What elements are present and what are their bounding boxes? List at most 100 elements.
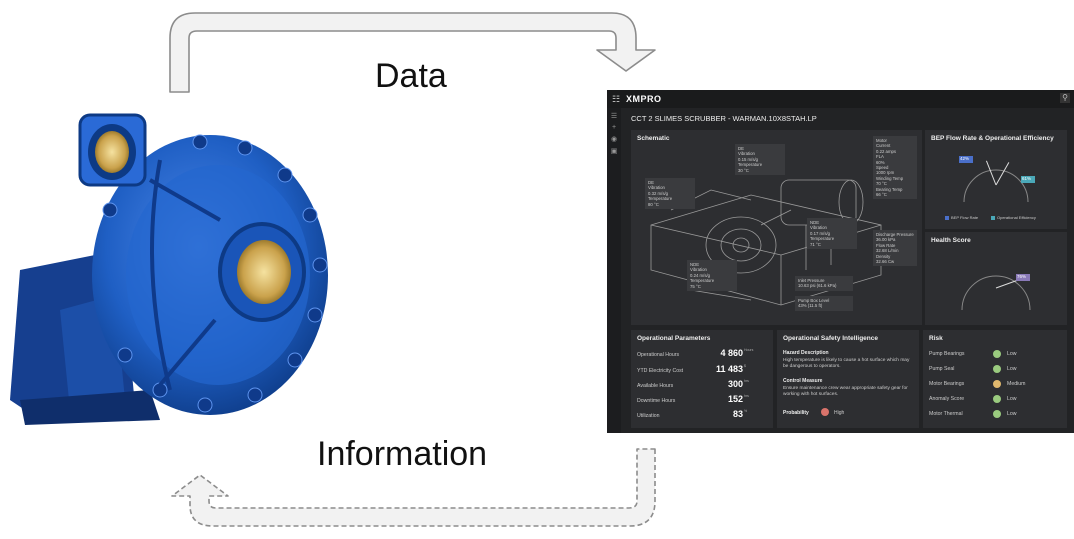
de-top-card: DE Vibration 0.15 m/s/g Temperature 30 °… [735, 144, 785, 176]
safety-panel: Operational Safety Intelligence Hazard D… [777, 330, 919, 428]
card-title: NDE [690, 262, 700, 267]
xmpro-dashboard: ☷ XMPRO ⚲ ☰ + ◉ ▣ CCT 2 SLIMES SCRUBBER … [607, 90, 1074, 433]
card-line: 1000 rpm [876, 170, 895, 176]
dashboard-topbar: ☷ XMPRO ⚲ [607, 90, 1074, 108]
risk-level: Low [1007, 411, 1017, 417]
slurry-pump-image [10, 113, 328, 425]
bep-legend-eff: Operational Efficiency [997, 215, 1036, 220]
card-line: Discharge Pressure [876, 232, 914, 237]
app-grid-icon[interactable]: ☷ [612, 94, 621, 104]
card-line: 75 °C [690, 283, 701, 289]
print-icon[interactable]: ▣ [610, 148, 618, 155]
card-line: Bearing Temp [876, 186, 903, 192]
card-line: Flow Rate [876, 242, 896, 248]
card-line: Vibration [738, 151, 755, 157]
risk-level: Low [1007, 351, 1017, 357]
bep-flow-badge: 42% [960, 156, 970, 161]
card-title: NDE [810, 220, 820, 225]
risk-indicator-dot [993, 365, 1001, 373]
risk-label: Motor Bearings [929, 381, 965, 387]
op-label-available: Available Hours [637, 383, 674, 389]
op-label-downtime: Downtime Hours [637, 398, 676, 404]
risk-title: Risk [929, 335, 943, 342]
card-line: 80 °C [648, 201, 659, 207]
card-line: Vibration [810, 225, 827, 231]
op-value-available: 300 [727, 379, 743, 389]
add-icon[interactable]: + [611, 124, 617, 131]
menu-icon[interactable]: ☰ [610, 113, 618, 120]
card-line: Temperature [738, 162, 763, 168]
op-label-utilization: Utilization [637, 413, 660, 419]
health-panel: Health Score 76% [925, 232, 1067, 325]
risk-level: Medium [1007, 381, 1026, 387]
nde-mid-card: NDE Vibration 0.17 m/s/g Temperature 71 … [807, 218, 857, 250]
dashboard-sidebar: ☰ + ◉ ▣ [607, 108, 621, 433]
card-line: Pump Box Level [798, 298, 830, 303]
card-line: Temperature [690, 278, 715, 284]
risk-label: Anomaly Score [929, 396, 965, 402]
risk-level: Low [1007, 396, 1017, 402]
hazard-heading: Hazard Description [783, 350, 829, 356]
bep-legend-flow: BEP Flow Rate [951, 215, 979, 220]
dashboard-title: CCT 2 SLIMES SCRUBBER - WARMAN.10X8STAH.… [631, 114, 817, 123]
card-line: 0.22 amps [876, 148, 897, 154]
pump-box-level-card: Pump Box Level 43% (11.5 ft) [795, 296, 853, 311]
nde-bottom-card: NDE Vibration 0.24 m/s/g Temperature 75 … [687, 260, 737, 292]
operational-title: Operational Parameters [637, 335, 711, 342]
card-line: 0.24 m/s/g [690, 272, 711, 278]
op-value-utilization: 83 [732, 409, 743, 419]
schematic-title: Schematic [637, 135, 670, 142]
op-label-hours: Operational Hours [637, 352, 680, 358]
control-text: Ensure maintenance crew wear appropriate… [783, 386, 908, 397]
risk-indicator-dot [993, 380, 1001, 388]
card-line: 0.17 m/s/g [810, 230, 831, 236]
risk-indicator-dot [993, 410, 1001, 418]
card-line: 0.32 m/s/g [648, 190, 669, 196]
camera-icon[interactable]: ◉ [610, 136, 618, 143]
card-line: 71 °C [810, 241, 821, 247]
op-label-cost: YTD Electricity Cost [637, 368, 684, 374]
information-arrow [171, 448, 656, 527]
data-arrow [169, 12, 656, 93]
bep-panel: BEP Flow Rate & Operational Efficiency 4… [925, 130, 1067, 229]
card-line: Temperature [648, 196, 673, 202]
probability-label: Probability [783, 410, 809, 416]
op-value-cost: 11 483 [715, 364, 743, 374]
risk-level: Low [1007, 366, 1017, 372]
card-line: 32.68 L/min [876, 248, 899, 254]
card-line: 60% [876, 159, 885, 165]
motor-card: Motor Current 0.22 amps FLA 60% Speed 10… [873, 136, 917, 200]
card-line: Vibration [648, 185, 665, 191]
op-value-downtime: 152 [727, 394, 743, 404]
card-line: 0.15 m/s/g [738, 156, 759, 162]
card-line: 43% (11.5 ft) [798, 303, 823, 309]
op-unit-cost: $ [744, 364, 746, 368]
information-arrow-label: Information [317, 435, 488, 473]
bep-title: BEP Flow Rate & Operational Efficiency [931, 135, 1054, 142]
op-unit-downtime: hrs [744, 394, 749, 398]
data-arrow-label: Data [375, 57, 447, 95]
card-line: FLA [876, 154, 884, 160]
op-unit-utilization: % [744, 409, 748, 413]
card-title: DE [648, 180, 654, 185]
card-line: 70 °C [876, 181, 887, 187]
inlet-pressure-card: Inlet Pressure 10.63 psi (61.6 kPa) [795, 276, 853, 291]
card-line: 36.00 kPa [876, 237, 896, 243]
card-line: 32.66 Cw [876, 259, 895, 265]
schematic-panel: Schematic DE Vibration 0.15 m/s/g Tempe [631, 130, 922, 325]
card-line: Temperature [810, 236, 835, 242]
risk-label: Pump Bearings [929, 351, 965, 357]
card-line: Current [876, 143, 891, 149]
op-value-hours: 4 860 [720, 348, 743, 358]
probability-dot [821, 408, 829, 416]
risk-label: Motor Thermal [929, 411, 963, 417]
operational-panel: Operational Parameters Operational Hours… [631, 330, 773, 428]
search-icon[interactable]: ⚲ [1060, 93, 1070, 103]
card-line: 30 °C [738, 167, 749, 173]
card-line: Vibration [690, 267, 707, 273]
op-unit-hours: Hours [744, 348, 754, 352]
health-gauge [961, 274, 1031, 311]
risk-label: Pump Seal [929, 366, 955, 372]
